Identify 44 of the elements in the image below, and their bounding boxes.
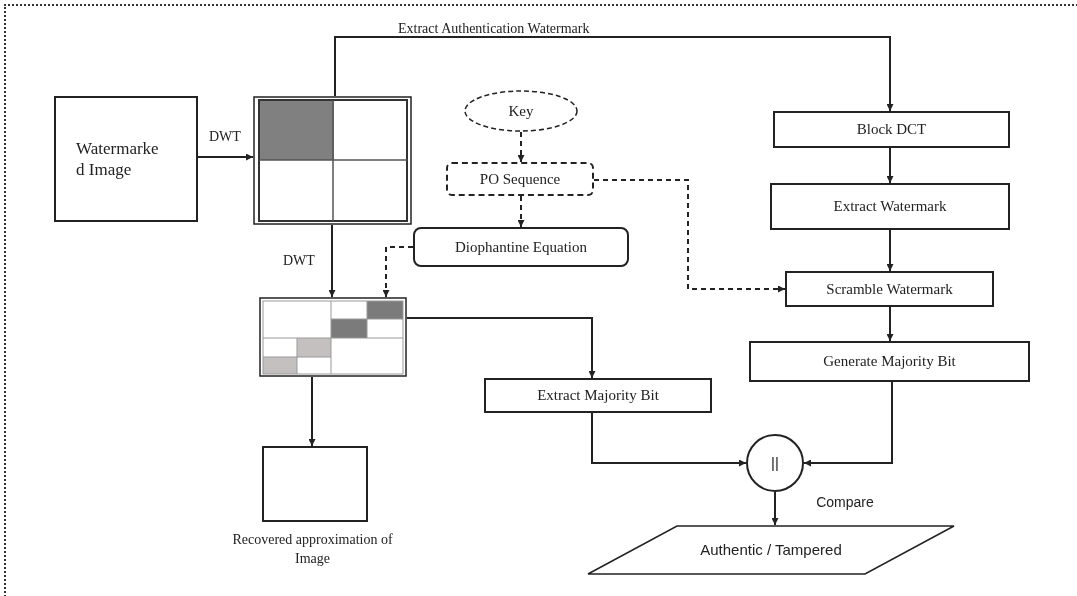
edge-label: DWT <box>282 254 316 268</box>
node-label: Block DCT <box>856 120 927 139</box>
arrow <box>591 412 747 467</box>
arrow <box>334 36 894 112</box>
wavelet-subband-drawing <box>259 297 407 377</box>
dashed-arrow <box>382 246 414 298</box>
arrow <box>197 153 254 161</box>
node-label: Scramble Watermark <box>826 279 953 299</box>
node-label: Watermarke d Image <box>76 137 160 181</box>
node-label: Generate Majority Bit <box>823 352 956 371</box>
process-box <box>770 183 1010 230</box>
process-box <box>749 341 1030 382</box>
arrow <box>886 147 894 184</box>
dashed-ellipse <box>464 90 578 132</box>
node-label: Extract Majority Bit <box>537 386 659 405</box>
dashed-arrow <box>517 131 525 163</box>
arrow <box>803 381 893 467</box>
node-label: Diophantine Equation <box>454 237 588 257</box>
diagram-title: Extract Authentication Watermark <box>398 20 590 38</box>
edge-label: DWT <box>208 130 242 144</box>
node-caption: Recovered approximation of Image <box>231 531 394 569</box>
arrow <box>328 224 336 298</box>
node-caption: Compare <box>815 493 875 512</box>
process-box <box>484 378 712 413</box>
node-label: PO Sequence <box>479 169 561 189</box>
rounded-box <box>413 227 629 267</box>
node-label: Authentic / Tampered <box>700 540 842 560</box>
arrow <box>886 229 894 272</box>
node-label: || <box>771 453 779 473</box>
arrow <box>308 376 316 447</box>
dashed-rounded-box <box>446 162 594 196</box>
node-label: Extract Watermark <box>833 197 947 216</box>
process-box <box>262 446 368 522</box>
wavelet-subband-drawing <box>253 96 412 225</box>
process-box <box>54 96 198 222</box>
arrow <box>406 317 596 379</box>
dashed-arrow <box>593 179 786 293</box>
process-box <box>785 271 994 307</box>
node-label: Key <box>508 101 534 121</box>
arrow <box>771 491 779 526</box>
output-parallelogram <box>587 525 955 575</box>
process-box <box>773 111 1010 148</box>
dashed-arrow <box>517 195 525 228</box>
arrow <box>886 306 894 342</box>
